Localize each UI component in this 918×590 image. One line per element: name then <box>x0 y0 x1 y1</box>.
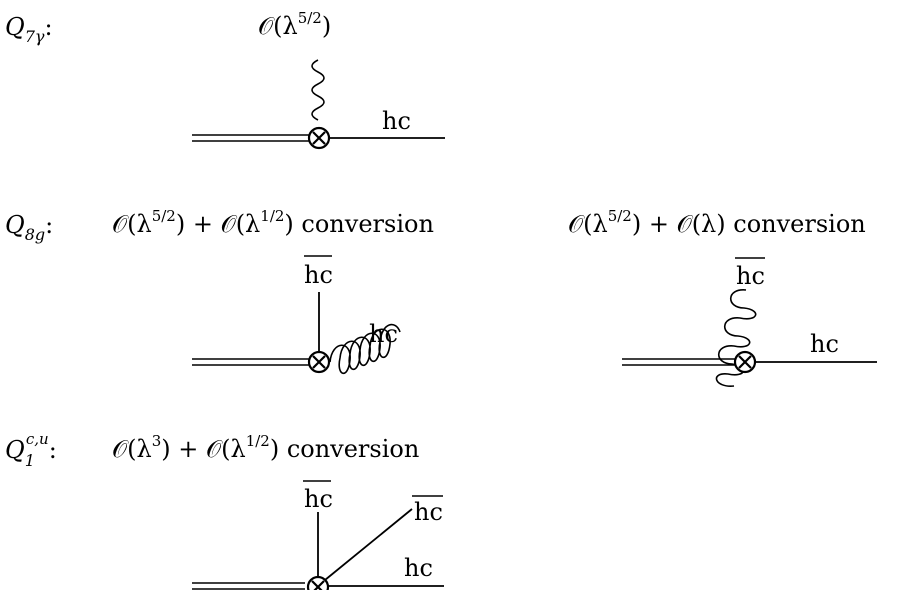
operator-label: Q1c,u: <box>5 430 57 470</box>
hc-label: hc <box>810 330 839 358</box>
diagram-q1cu: hc hc hc <box>192 480 444 590</box>
operator-vertex-icon <box>307 126 331 150</box>
hcbar-label: hc <box>304 485 333 513</box>
operator-vertex-icon <box>307 350 331 374</box>
operator-label: Q8g: <box>5 211 53 244</box>
hcbar2-collinear-line <box>324 508 413 581</box>
power-counting-label: 𝒪(λ5/2) <box>258 9 331 40</box>
hc-label: hc <box>382 107 411 135</box>
power-counting-label: 𝒪(λ5/2) + 𝒪(λ) conversion <box>568 207 866 238</box>
power-counting-label: 𝒪(λ3) + 𝒪(λ1/2) conversion <box>112 432 419 463</box>
diagram-q8g-gluon-hcbar: hc hc <box>622 257 877 387</box>
row-q1cu: Q1c,u: 𝒪(λ3) + 𝒪(λ1/2) conversion hc hc … <box>5 430 444 590</box>
gluon-curly-line <box>715 289 757 387</box>
photon-wavy-line <box>311 59 325 121</box>
power-counting-label: 𝒪(λ5/2) + 𝒪(λ1/2) conversion <box>112 207 434 238</box>
operator-vertex-icon <box>733 350 757 374</box>
hcbar-label: hc <box>304 261 333 289</box>
hcbar-label: hc <box>736 262 765 290</box>
gluon-curly-line <box>329 323 401 375</box>
diagram-q8g-gluon-hc: hc hc <box>192 255 401 375</box>
hc-label: hc <box>369 320 398 348</box>
operator-vertex-icon <box>306 575 330 590</box>
row-q7gamma: Q7γ: 𝒪(λ5/2) hc <box>5 9 445 150</box>
hcbar2-label: hc <box>414 498 443 526</box>
row-q8g: Q8g: 𝒪(λ5/2) + 𝒪(λ1/2) conversion 𝒪(λ5/2… <box>5 207 877 387</box>
hc-label: hc <box>404 554 433 582</box>
diagram-q7gamma: hc <box>192 59 445 150</box>
operator-label: Q7γ: <box>5 13 53 46</box>
